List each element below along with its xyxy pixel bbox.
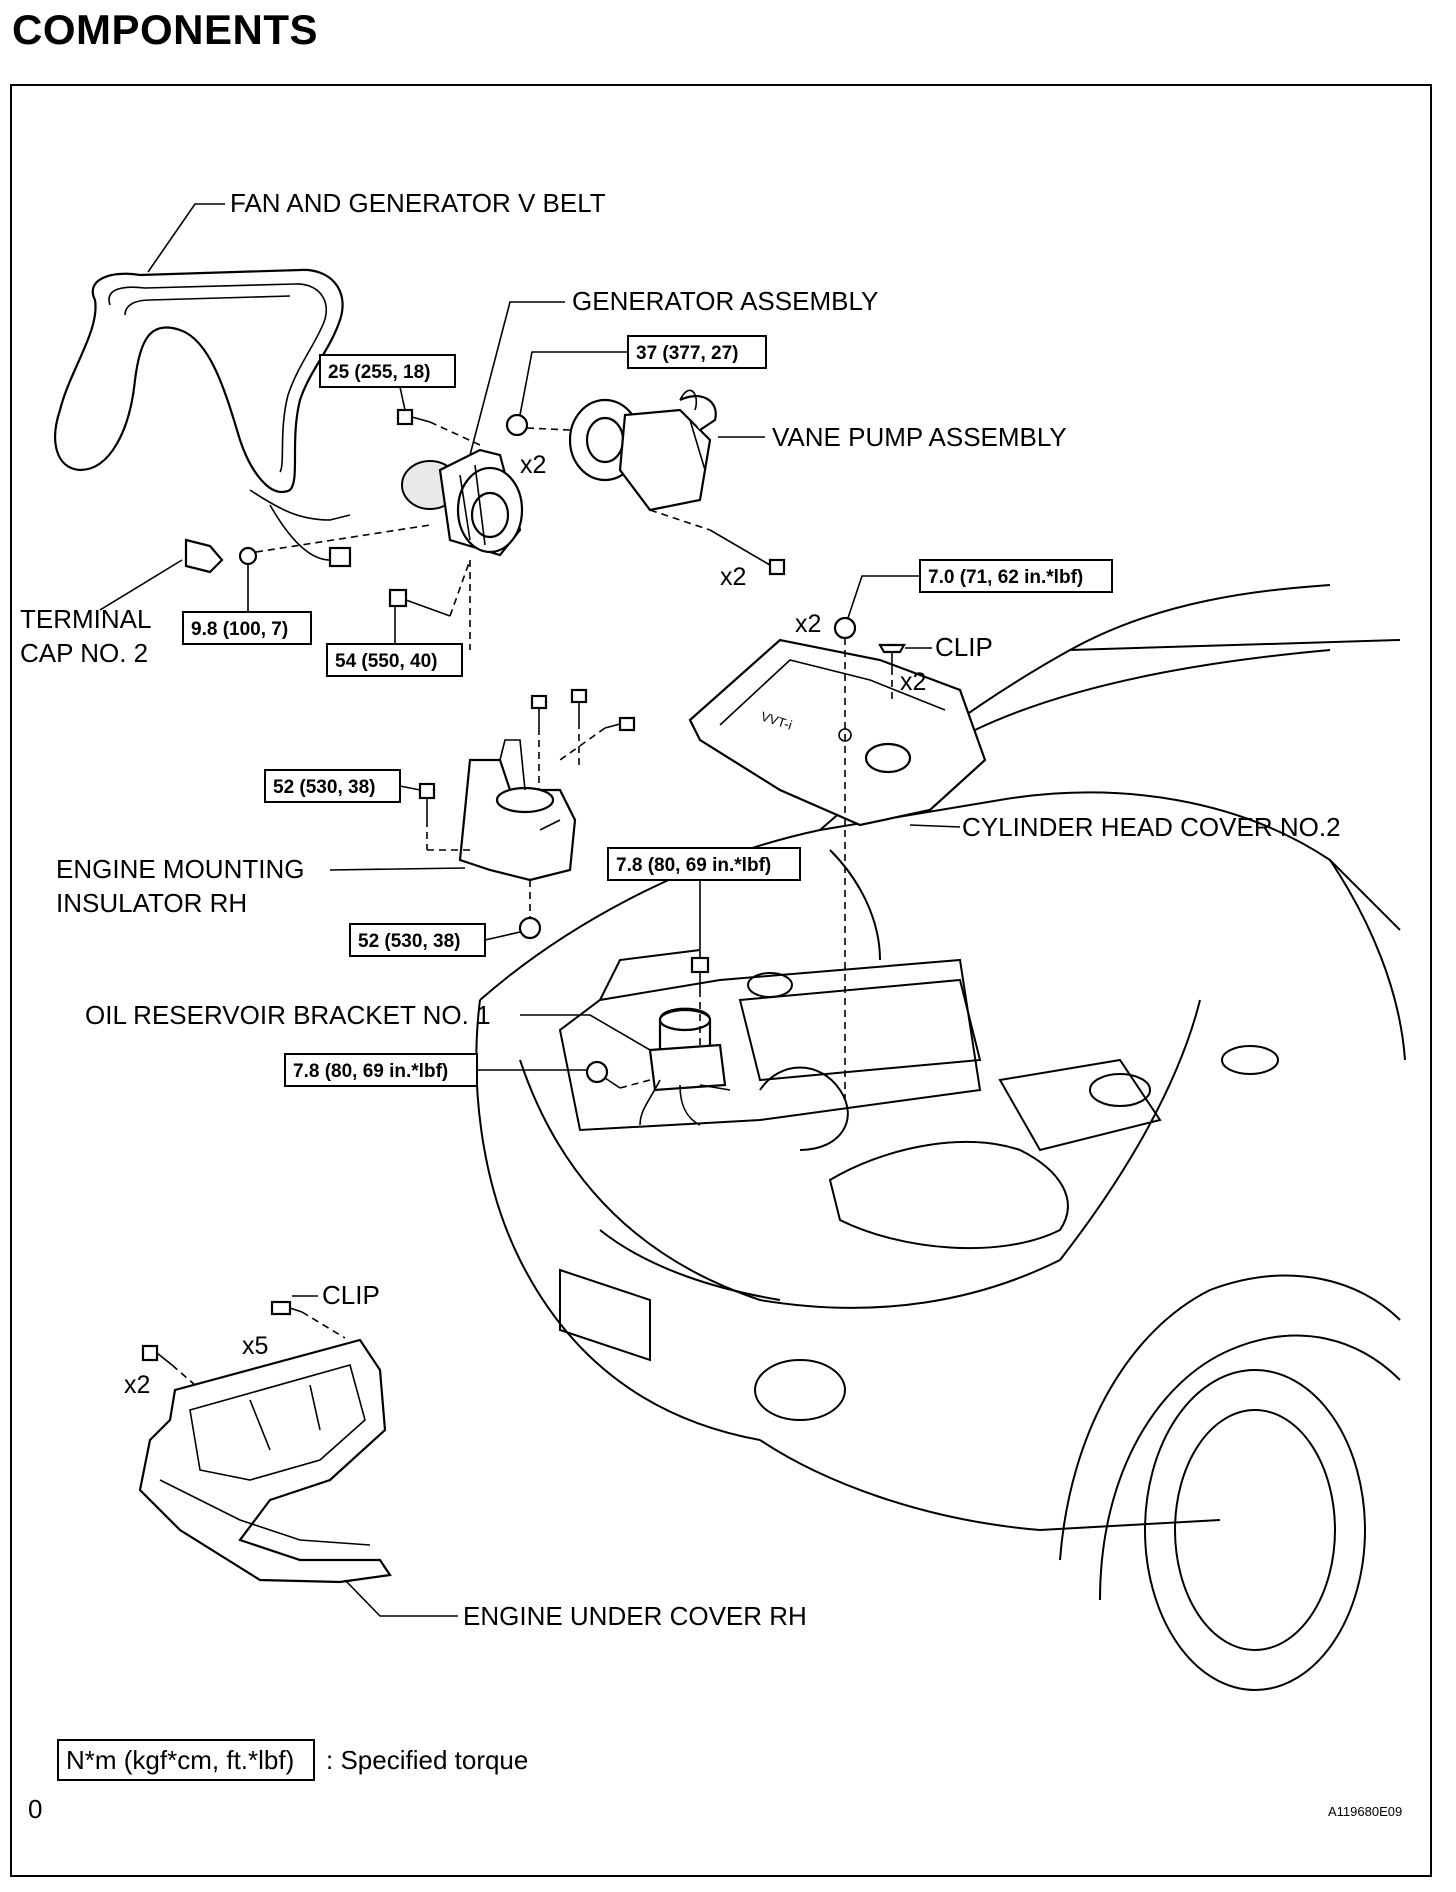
clip-bottom-label: CLIP bbox=[322, 1280, 380, 1310]
v-belt-label: FAN AND GENERATOR V BELT bbox=[230, 188, 606, 218]
oil-reservoir-drawing bbox=[639, 1007, 731, 1126]
svg-text:52 (530, 38): 52 (530, 38) bbox=[358, 931, 460, 952]
head-cover-clip bbox=[878, 643, 906, 668]
svg-text:7.8 (80, 69 in.*lbf): 7.8 (80, 69 in.*lbf) bbox=[616, 855, 771, 876]
engine-mount-leader bbox=[329, 867, 466, 871]
engine-under-cover-drawing bbox=[138, 1338, 392, 1584]
cylinder-head-cover-label: CYLINDER HEAD COVER NO.2 bbox=[962, 812, 1341, 842]
svg-text:7.8 (80, 69 in.*lbf): 7.8 (80, 69 in.*lbf) bbox=[293, 1061, 448, 1082]
head-cover-nut bbox=[833, 616, 857, 640]
svg-text:9.8 (100, 7): 9.8 (100, 7) bbox=[191, 619, 288, 640]
vane-pump-nut bbox=[505, 413, 529, 437]
svg-text:25 (255, 18): 25 (255, 18) bbox=[328, 362, 430, 383]
diagram-frame bbox=[10, 84, 1432, 1877]
torque-vane-pump-nut: 37 (377, 27) bbox=[627, 335, 767, 369]
torque-terminal-nut: 9.8 (100, 7) bbox=[182, 611, 312, 645]
under-cover-clip bbox=[270, 1300, 303, 1316]
under-cover-clip-qty: x5 bbox=[242, 1332, 268, 1360]
v-belt-drawing bbox=[54, 268, 344, 493]
svg-text:52 (530, 38): 52 (530, 38) bbox=[273, 777, 375, 798]
terminal-cap-label-2: CAP NO. 2 bbox=[20, 638, 148, 668]
harness-connector bbox=[328, 546, 352, 568]
clip-top-label: CLIP bbox=[935, 632, 993, 662]
mount-lower-nut bbox=[518, 916, 542, 940]
generator-label: GENERATOR ASSEMBLY bbox=[572, 286, 878, 316]
wire-harness bbox=[249, 489, 351, 521]
svg-text:7.0 (71, 62 in.*lbf): 7.0 (71, 62 in.*lbf) bbox=[928, 567, 1083, 588]
engine-under-cover-label: ENGINE UNDER COVER RH bbox=[463, 1601, 807, 1631]
torque-reservoir-upper: 7.8 (80, 69 in.*lbf) bbox=[607, 847, 801, 881]
page-title: COMPONENTS bbox=[12, 6, 319, 53]
car-body-outline bbox=[475, 584, 1406, 1691]
oil-reservoir-leader bbox=[520, 1014, 651, 1051]
torque-reservoir-left: 7.8 (80, 69 in.*lbf) bbox=[284, 1053, 478, 1087]
torque-mount-lower: 52 (530, 38) bbox=[349, 923, 486, 957]
generator-drawing bbox=[401, 448, 524, 557]
engine-mount-label-1: ENGINE MOUNTING bbox=[56, 854, 304, 884]
legend-description: : Specified torque bbox=[326, 1745, 528, 1775]
gen-upper-bolt bbox=[396, 408, 431, 426]
terminal-cap-drawing bbox=[184, 538, 224, 574]
generator-leader bbox=[469, 301, 565, 456]
figure-code: A119680E09 bbox=[1328, 1804, 1402, 1819]
under-cover-bolt-qty: x2 bbox=[124, 1371, 150, 1399]
v-belt-leader bbox=[147, 203, 225, 273]
svg-text:37 (377, 27): 37 (377, 27) bbox=[636, 343, 738, 364]
page-number: 0 bbox=[28, 1794, 42, 1824]
legend-unit-box: N*m (kgf*cm, ft.*lbf) bbox=[66, 1745, 294, 1775]
torque-gen-upper: 25 (255, 18) bbox=[319, 354, 456, 388]
terminal-cap-label-1: TERMINAL bbox=[20, 604, 151, 634]
mount-top-bolts bbox=[530, 688, 636, 732]
cylinder-head-cover-leader bbox=[909, 824, 961, 828]
terminal-nut bbox=[238, 546, 258, 566]
engine-mount-label-2: INSULATOR RH bbox=[56, 888, 247, 918]
vane-pump-nut-qty: x2 bbox=[520, 451, 546, 479]
vane-pump-bolt-qty: x2 bbox=[720, 563, 746, 591]
head-cover-nut-qty: x2 bbox=[795, 610, 821, 638]
vane-pump-bolt bbox=[709, 529, 786, 576]
head-cover-clip-qty: x2 bbox=[900, 668, 926, 696]
terminal-cap-leader bbox=[99, 559, 183, 611]
torque-head-cover-nut: 7.0 (71, 62 in.*lbf) bbox=[919, 559, 1113, 593]
gen-lower-bolt bbox=[388, 588, 451, 617]
reservoir-bolt-left bbox=[585, 1060, 621, 1089]
engine-mount-drawing bbox=[458, 739, 577, 882]
cylinder-head-cover-drawing: VVT-i bbox=[688, 638, 987, 827]
reservoir-bolt-upper bbox=[690, 956, 710, 990]
vane-pump-label: VANE PUMP ASSEMBLY bbox=[772, 422, 1067, 452]
engine-under-cover-leader bbox=[344, 1579, 458, 1617]
under-cover-bolt bbox=[141, 1344, 173, 1366]
vane-pump-drawing bbox=[568, 389, 717, 512]
torque-mount-upper: 52 (530, 38) bbox=[264, 769, 401, 803]
torque-gen-lower: 54 (550, 40) bbox=[326, 643, 463, 677]
oil-reservoir-label: OIL RESERVOIR BRACKET NO. 1 bbox=[85, 1000, 491, 1030]
torque-legend: N*m (kgf*cm, ft.*lbf) : Specified torque bbox=[57, 1739, 528, 1781]
mount-side-bolt bbox=[418, 782, 436, 820]
svg-text:54 (550, 40): 54 (550, 40) bbox=[335, 651, 437, 672]
